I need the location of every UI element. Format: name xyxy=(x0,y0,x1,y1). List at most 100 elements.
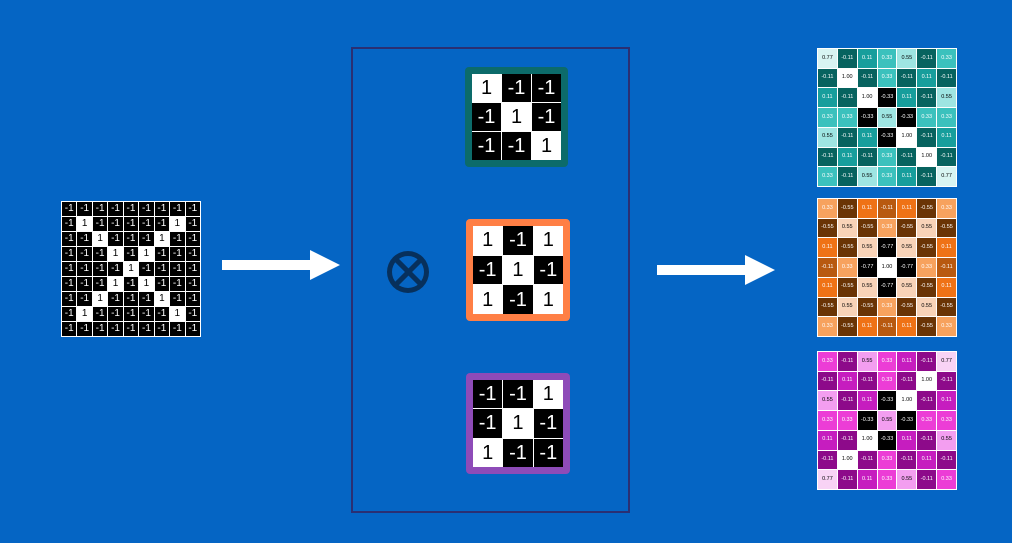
feature-map-cell: -0.11 xyxy=(837,352,857,371)
input-cell: -1 xyxy=(123,292,139,306)
filter-bank-box xyxy=(351,47,630,513)
feature-map-cell: -0.33 xyxy=(877,391,897,411)
feature-map-cell: -0.55 xyxy=(917,317,937,336)
feature-map-cell: -0.11 xyxy=(897,450,917,470)
feature-map-cell: -0.11 xyxy=(897,68,917,88)
feature-map-cell: 0.77 xyxy=(818,49,837,68)
feature-map-cell: 0.77 xyxy=(937,167,956,186)
feature-map-cell: 0.11 xyxy=(937,391,956,411)
feature-map-cell: -0.11 xyxy=(917,352,937,371)
feature-map-cell: 0.33 xyxy=(877,68,897,88)
feature-map-cell: 0.11 xyxy=(837,147,857,167)
input-cell: -1 xyxy=(139,202,154,216)
input-cell: 1 xyxy=(154,232,170,246)
feature-map-cell: -0.55 xyxy=(857,297,877,317)
feature-map-cell: 0.55 xyxy=(917,218,937,238)
input-cell: -1 xyxy=(62,322,77,336)
kernel-cell: -1 xyxy=(473,380,503,409)
feature-map-cell: -0.11 xyxy=(917,470,937,489)
input-cell: 1 xyxy=(170,217,185,231)
feature-map-cell: 0.33 xyxy=(937,49,956,68)
feature-map-cell: -0.11 xyxy=(837,470,857,489)
input-cell: -1 xyxy=(92,202,108,216)
input-cell: 1 xyxy=(108,277,123,291)
feature-map-cell: -0.11 xyxy=(917,391,937,411)
feature-map-cell: 0.33 xyxy=(837,411,857,430)
input-cell: -1 xyxy=(185,247,200,261)
kernel-cell: 1 xyxy=(472,74,501,102)
input-cell: -1 xyxy=(170,202,185,216)
feature-map-cell: -0.11 xyxy=(937,258,956,277)
input-cell: 1 xyxy=(77,307,92,321)
feature-map-cell: 0.33 xyxy=(877,167,897,186)
kernel-cell: 1 xyxy=(473,285,503,314)
feature-map-cell: -0.55 xyxy=(837,199,857,218)
feature-map-cell: -0.11 xyxy=(917,167,937,186)
feature-map-cell: 0.11 xyxy=(818,277,837,297)
feature-map-cell: 0.55 xyxy=(818,127,837,147)
feature-map-cell: 0.11 xyxy=(857,470,877,489)
feature-map-cell: -0.11 xyxy=(837,167,857,186)
feature-map-cell: -0.55 xyxy=(917,199,937,218)
feature-map-cell: 0.55 xyxy=(897,470,917,489)
kernel-cell: 1 xyxy=(473,226,503,255)
input-cell: -1 xyxy=(77,232,92,246)
feature-map-cell: -0.33 xyxy=(857,411,877,430)
feature-map-cell: -0.55 xyxy=(917,238,937,258)
kernel-cell: -1 xyxy=(503,285,533,314)
feature-map-cell: 1.00 xyxy=(877,258,897,277)
kernel-cell: -1 xyxy=(472,132,501,160)
feature-map-cell: 0.33 xyxy=(877,371,897,391)
kernel-cell: -1 xyxy=(532,103,561,131)
feature-map-cell: -0.11 xyxy=(877,199,897,218)
input-cell: -1 xyxy=(62,232,77,246)
feature-map-cell: 0.33 xyxy=(877,297,897,317)
feature-map-cell: -0.77 xyxy=(877,238,897,258)
feature-map-cell: 0.55 xyxy=(917,297,937,317)
feature-map-cell: 0.11 xyxy=(917,450,937,470)
feature-map-cell: -0.55 xyxy=(818,218,837,238)
feature-map-cell: -0.11 xyxy=(937,371,956,391)
input-cell: -1 xyxy=(123,202,139,216)
feature-map-cell: -0.55 xyxy=(818,297,837,317)
kernel-cell: 1 xyxy=(533,226,563,255)
input-cell: -1 xyxy=(170,262,185,276)
feature-map-cell: 0.11 xyxy=(897,88,917,108)
kernel-cell: 1 xyxy=(473,438,503,467)
input-cell: -1 xyxy=(62,247,77,261)
feature-map-cell: -0.55 xyxy=(897,218,917,238)
arrow-right-icon xyxy=(657,255,775,285)
feature-map-cell: -0.11 xyxy=(917,49,937,68)
input-cell: -1 xyxy=(77,277,92,291)
feature-map-cell: 0.11 xyxy=(857,49,877,68)
feature-map-cell: 0.55 xyxy=(897,277,917,297)
kernel-cell: -1 xyxy=(533,255,563,285)
input-cell: -1 xyxy=(108,307,123,321)
feature-map-cell: -0.11 xyxy=(837,127,857,147)
feature-map-cell: 0.11 xyxy=(818,238,837,258)
feature-map-cell: 0.11 xyxy=(857,391,877,411)
feature-map-cell: -0.11 xyxy=(857,450,877,470)
convolution-operator-icon xyxy=(387,251,429,293)
input-cell: -1 xyxy=(139,217,154,231)
input-cell: -1 xyxy=(185,217,200,231)
feature-map-cell: -0.11 xyxy=(937,147,956,167)
input-cell: -1 xyxy=(123,277,139,291)
input-cell: -1 xyxy=(123,232,139,246)
feature-map-cell: -0.11 xyxy=(917,430,937,450)
feature-map-cell: 0.11 xyxy=(937,238,956,258)
input-cell: -1 xyxy=(170,247,185,261)
feature-map-cell: 0.11 xyxy=(897,199,917,218)
feature-map-cell: 0.33 xyxy=(818,411,837,430)
feature-map-cell: -0.55 xyxy=(897,297,917,317)
feature-map-cell: -0.11 xyxy=(857,147,877,167)
feature-map-cell: 0.11 xyxy=(897,430,917,450)
input-cell: 1 xyxy=(139,277,154,291)
feature-map-cell: -0.33 xyxy=(877,430,897,450)
